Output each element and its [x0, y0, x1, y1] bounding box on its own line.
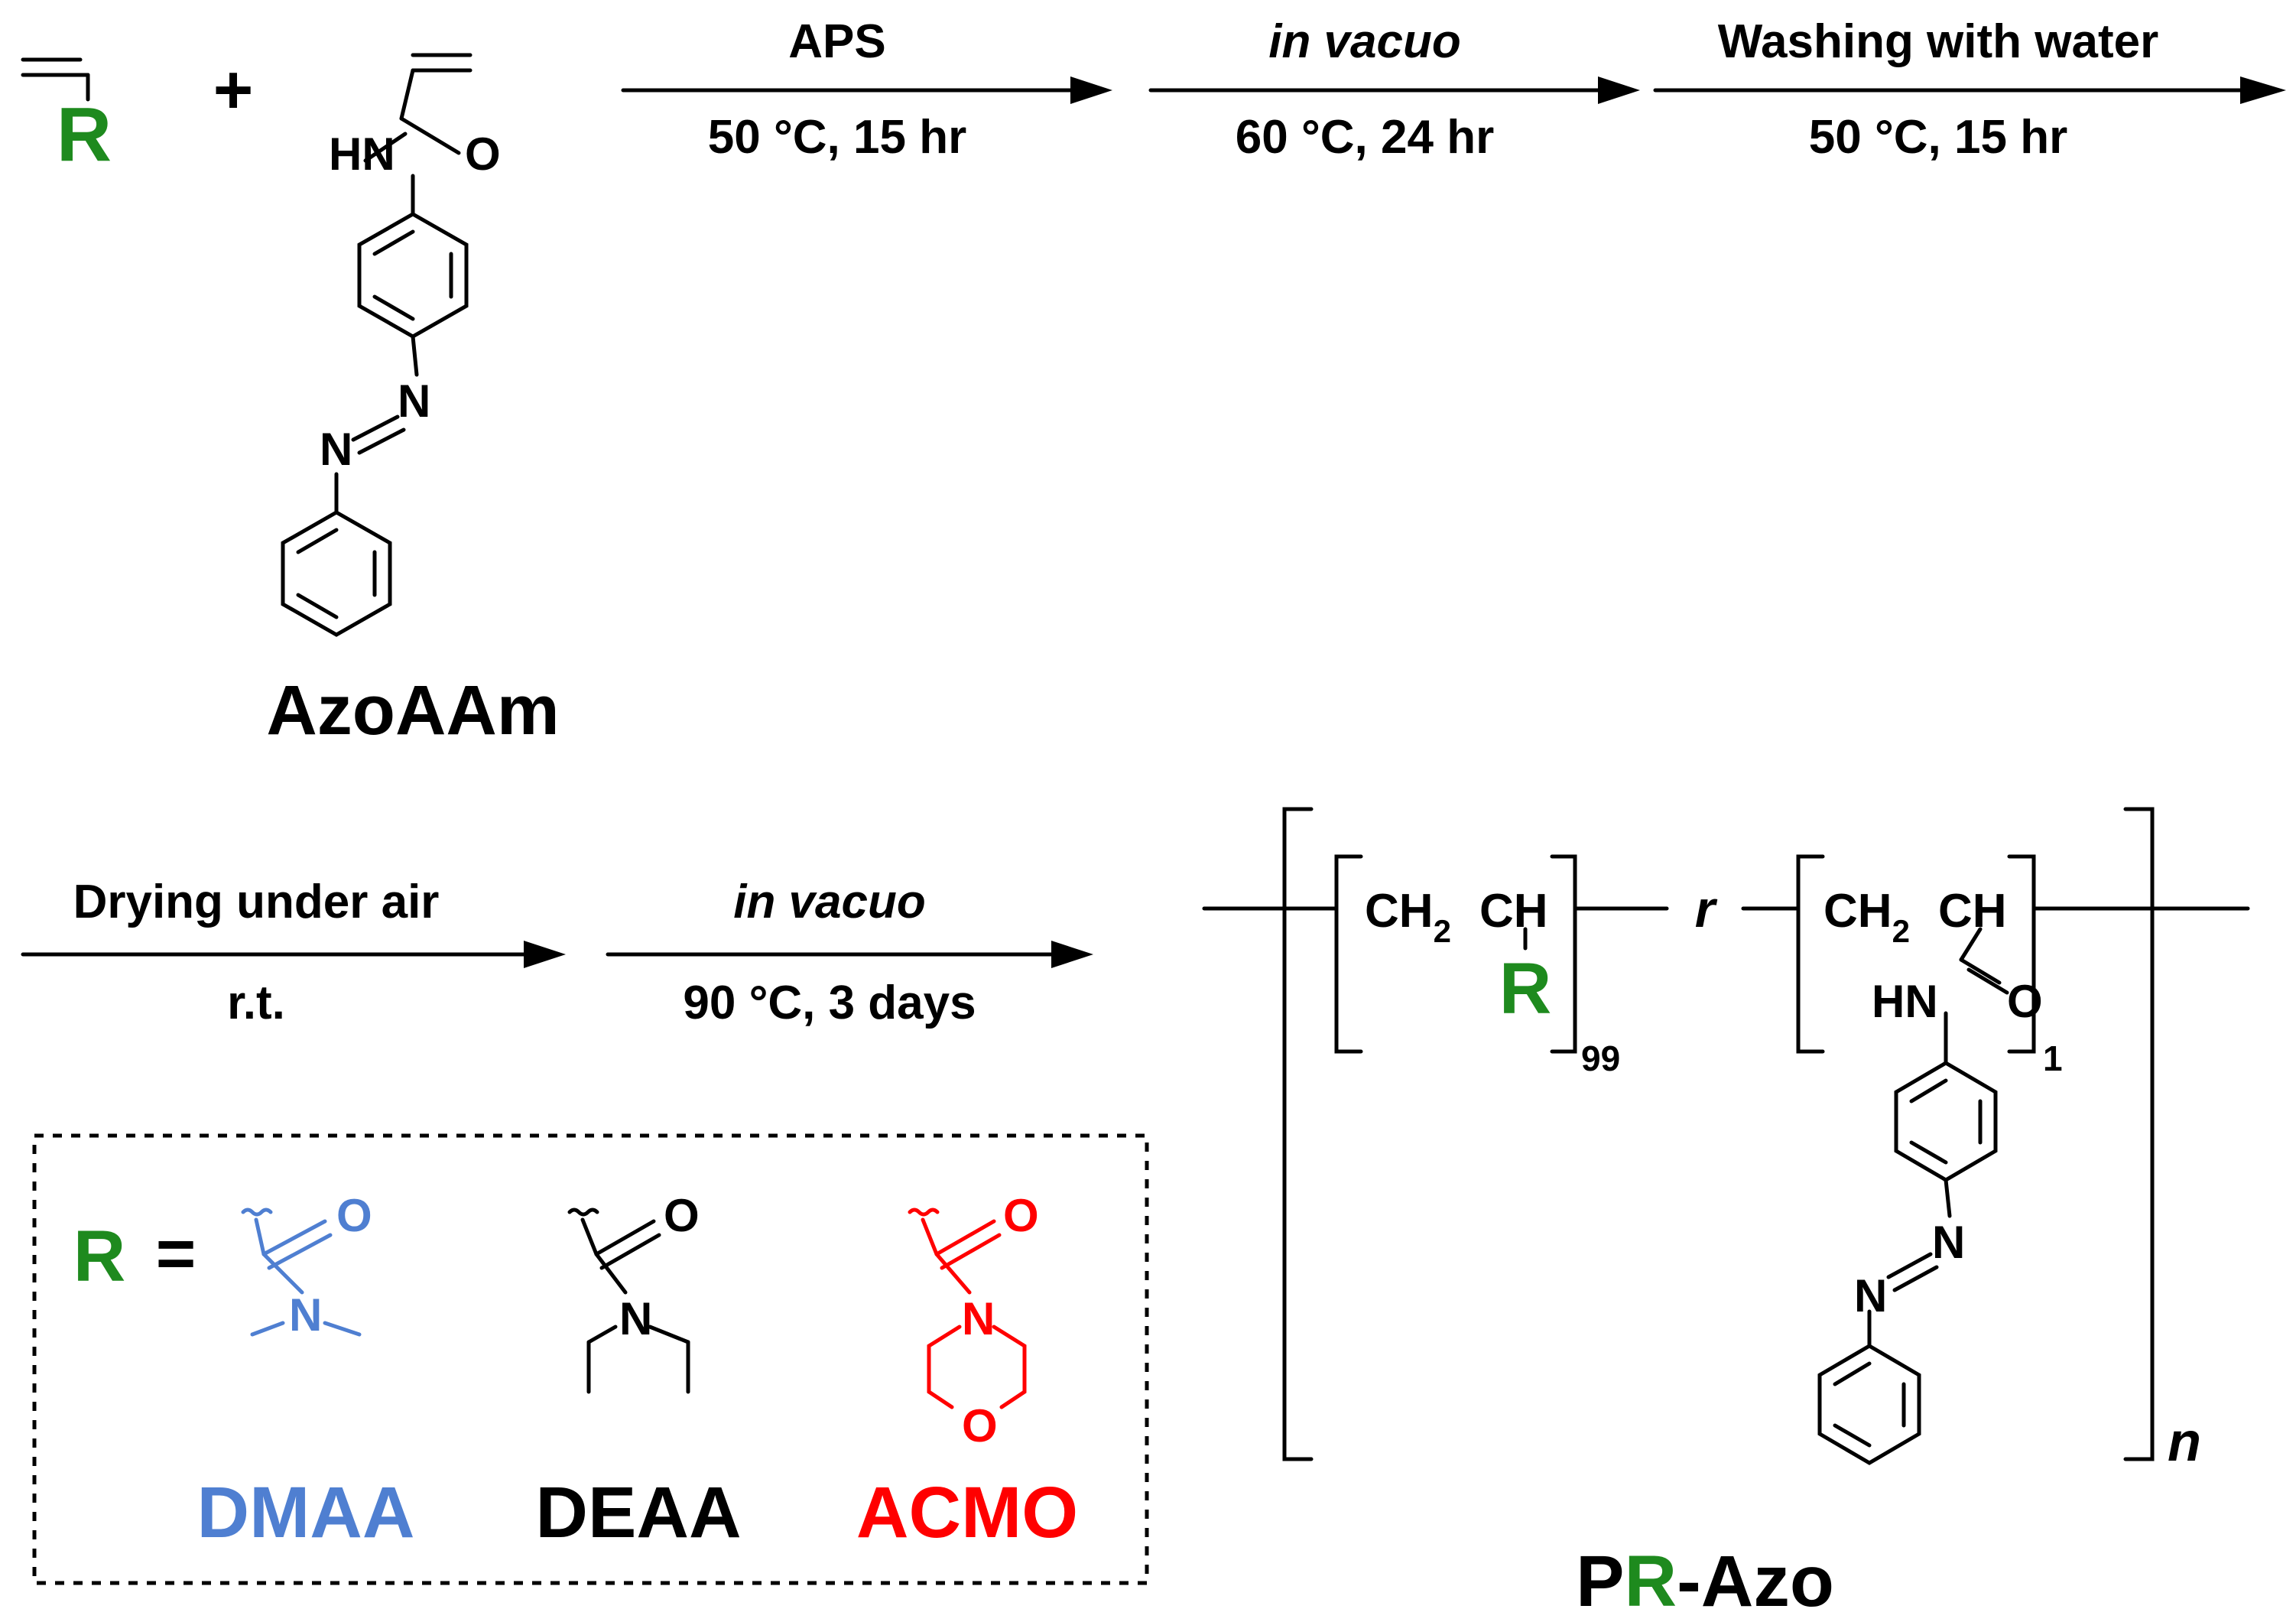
dmaa-structure — [241, 1208, 362, 1337]
unit1-ch2: CH2 — [1365, 885, 1451, 949]
azoaam-n1-label: N — [398, 375, 430, 427]
vinyl-monomer: R — [21, 57, 112, 177]
step-4-arrowhead — [524, 941, 566, 968]
step-2-arrowhead — [1598, 76, 1640, 104]
deaa-o-label: O — [664, 1190, 700, 1241]
acmo-morpholine-o-label: O — [962, 1400, 998, 1451]
deaa-name: DEAA — [535, 1472, 741, 1553]
step-4-below: r.t. — [227, 977, 285, 1029]
unit1-ch2-sub: 2 — [1434, 913, 1451, 949]
acmo-name: ACMO — [856, 1472, 1078, 1553]
step-3-arrowhead — [2240, 76, 2286, 104]
step-5: in vacuo 90 °C, 3 days — [606, 876, 1093, 1029]
legend-r-label: R — [73, 1216, 126, 1297]
acmo-n-label: N — [962, 1293, 995, 1344]
monomer-r-label: R — [57, 92, 112, 177]
product-n1-label: N — [1932, 1217, 1965, 1268]
step-2-above: in vacuo — [1268, 15, 1461, 68]
acmo-structure — [908, 1208, 1027, 1409]
step-3-below: 50 °C, 15 hr — [1809, 111, 2067, 164]
step-4: Drying under air r.t. — [21, 876, 566, 1029]
unit2-subscript-1: 1 — [2043, 1039, 2063, 1078]
unit1-ch: CH — [1479, 885, 1548, 938]
step-1: APS 50 °C, 15 hr — [621, 15, 1112, 164]
unit2-ch2-main: CH — [1823, 885, 1892, 938]
step-1-below: 50 °C, 15 hr — [708, 111, 966, 164]
r-group-legend-box — [32, 1133, 1149, 1585]
dmaa-n-label: N — [289, 1289, 322, 1341]
azoaam-structure: HN O N N — [281, 53, 501, 637]
deaa-n-label: N — [619, 1293, 652, 1344]
step-5-above: in vacuo — [733, 876, 926, 928]
unit1-subscript-99: 99 — [1581, 1039, 1620, 1078]
unit1-r-label: R — [1499, 948, 1552, 1029]
product-name-p: P — [1576, 1541, 1624, 1622]
product-name: PR-Azo — [1576, 1541, 1834, 1622]
product-structure — [1202, 807, 2250, 1465]
legend-equals: = — [156, 1216, 196, 1292]
unit2-o-label: O — [2007, 976, 2043, 1027]
step-2: in vacuo 60 °C, 24 hr — [1148, 15, 1640, 164]
acmo-o-label: O — [1003, 1190, 1039, 1241]
unit2-hn-label: HN — [1872, 976, 1938, 1027]
step-5-below: 90 °C, 3 days — [683, 977, 976, 1029]
unit2-ch: CH — [1938, 885, 2007, 938]
step-4-above: Drying under air — [73, 876, 440, 928]
azoaam-name: AzoAAm — [266, 671, 559, 749]
step-2-below: 60 °C, 24 hr — [1236, 111, 1494, 164]
unit1-ch2-main: CH — [1365, 885, 1434, 938]
step-5-arrowhead — [1051, 941, 1093, 968]
azoaam-o-label: O — [465, 128, 501, 180]
dmaa-o-label: O — [336, 1190, 372, 1241]
step-3-above: Washing with water — [1718, 15, 2158, 68]
product-name-r: R — [1624, 1541, 1677, 1622]
unit2-ch2: CH2 — [1823, 885, 1910, 949]
unit2-ch2-sub: 2 — [1892, 913, 1910, 949]
repeat-n-label: n — [2168, 1412, 2201, 1473]
product-name-rest: -Azo — [1677, 1541, 1834, 1622]
step-1-above: APS — [788, 15, 885, 68]
deaa-structure — [567, 1208, 690, 1394]
azoaam-hn-label: HN — [329, 128, 395, 180]
step-3: Washing with water 50 °C, 15 hr — [1653, 15, 2286, 164]
dmaa-name: DMAA — [197, 1472, 415, 1553]
product-n2-label: N — [1854, 1270, 1887, 1321]
azoaam-n2-label: N — [320, 424, 352, 475]
step-1-arrowhead — [1070, 76, 1112, 104]
plus-sign: + — [213, 52, 254, 128]
random-copolymer-label: r — [1695, 880, 1718, 938]
